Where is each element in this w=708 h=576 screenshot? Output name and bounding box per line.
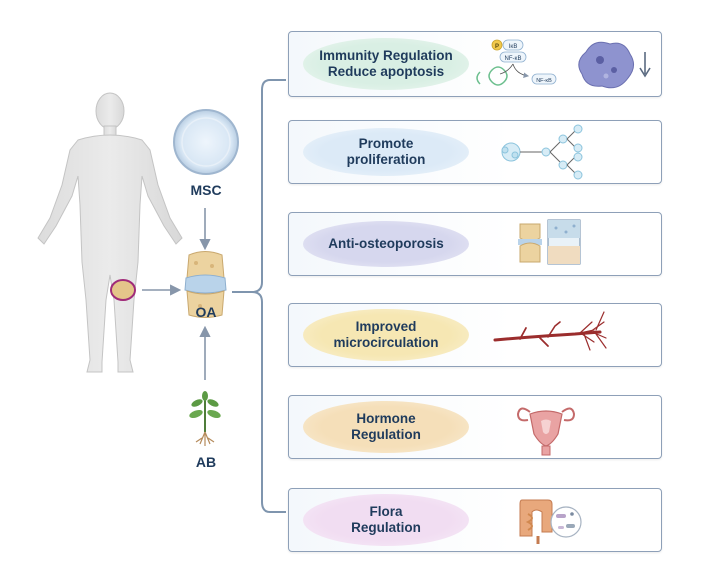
effect-panel-hormone: Hormone Regulation	[288, 395, 662, 459]
effect-pill-immunity: Immunity Regulation Reduce apoptosis	[303, 38, 469, 90]
effect-pill-proliferation: Promote proliferation	[303, 128, 469, 176]
msc-cell-icon	[173, 109, 239, 175]
effects-bracket	[232, 79, 286, 513]
msc-label: MSC	[190, 182, 222, 198]
knee-highlight-icon	[110, 279, 136, 301]
plant-icon	[189, 391, 221, 446]
effect-pill-osteoporosis: Anti-osteoporosis	[303, 221, 469, 267]
ab-label: AB	[195, 454, 217, 470]
knee-joint-icon	[184, 251, 227, 318]
effect-pill-hormone: Hormone Regulation	[303, 401, 469, 453]
effect-panel-osteoporosis: Anti-osteoporosis	[288, 212, 662, 276]
effect-panel-proliferation: Promote proliferation	[288, 120, 662, 184]
effect-pill-microcirculation: Improved microcirculation	[303, 309, 469, 361]
effect-panel-flora: Flora Regulation	[288, 488, 662, 552]
effect-panel-microcirculation: Improved microcirculation	[288, 303, 662, 367]
effect-panel-immunity: Immunity Regulation Reduce apoptosis	[288, 31, 662, 97]
oa-label: OA	[195, 304, 217, 320]
human-body-icon	[37, 92, 183, 373]
effect-pill-flora: Flora Regulation	[303, 494, 469, 546]
